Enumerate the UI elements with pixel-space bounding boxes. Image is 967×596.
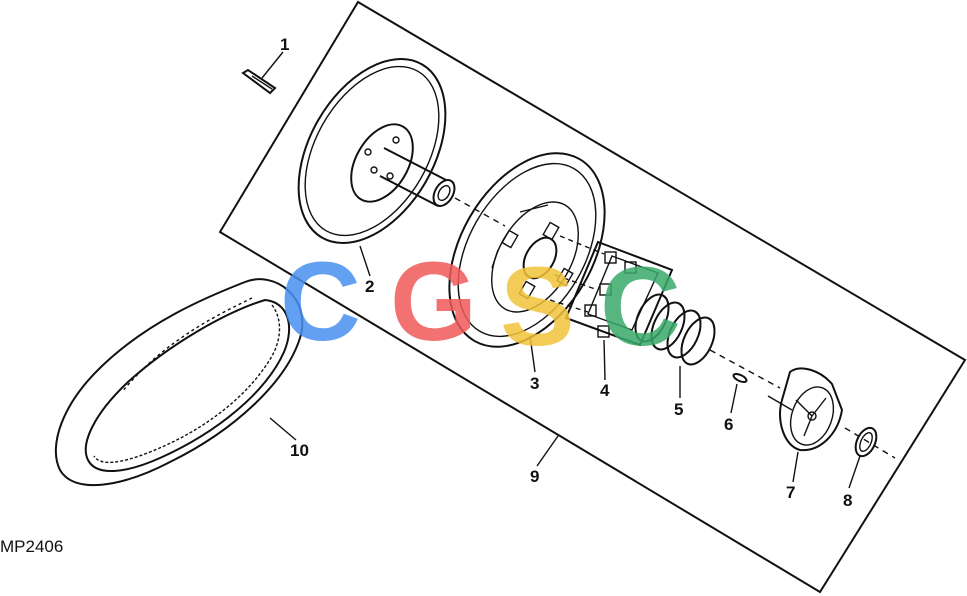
callout-4: 4 xyxy=(600,381,610,400)
part-snap-ring xyxy=(854,426,878,458)
part-movable-sheave xyxy=(448,152,606,348)
part-drive-belt xyxy=(54,278,304,487)
callout-2: 2 xyxy=(365,277,374,296)
callout-10: 10 xyxy=(290,441,309,460)
callout-6: 6 xyxy=(724,415,733,434)
leader-lines xyxy=(261,51,861,489)
watermark-letter-2: G xyxy=(390,239,477,364)
part-spring xyxy=(634,293,781,389)
part-spider-plate xyxy=(549,235,674,347)
callout-1: 1 xyxy=(280,35,289,54)
watermark-letter-3: S xyxy=(500,244,575,369)
assembly-frame xyxy=(218,0,967,594)
callout-3: 3 xyxy=(530,374,539,393)
callout-8: 8 xyxy=(843,491,852,510)
watermark: C G S C xyxy=(280,239,681,369)
watermark-letter-4: C xyxy=(600,244,681,369)
part-key xyxy=(241,68,277,95)
part-cover xyxy=(767,367,896,459)
callout-7: 7 xyxy=(786,483,795,502)
part-small-key xyxy=(732,372,748,384)
callout-5: 5 xyxy=(674,400,683,419)
figure-code: MP2406 xyxy=(0,537,63,556)
watermark-letter-1: C xyxy=(280,239,361,364)
callout-9: 9 xyxy=(530,467,539,486)
part-fixed-sheave xyxy=(297,58,506,244)
